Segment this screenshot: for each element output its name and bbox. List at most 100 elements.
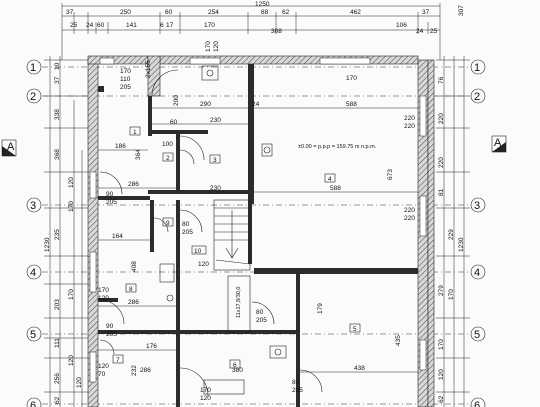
door-swings	[99, 69, 323, 397]
dim-286-a: 286	[128, 181, 139, 188]
dim-right-5: 229	[448, 229, 455, 240]
opening-annotations: 170 110 205 170 120 170 220 220 220 220 …	[98, 41, 415, 402]
opening-205-b: 205	[106, 199, 117, 206]
axis-label-left-5: 5	[30, 329, 36, 341]
level-note: ±0.00 = p.p.p = 159.75 m n.p.m.	[298, 144, 377, 150]
windows	[89, 57, 427, 383]
dim-left-inner-1: 170	[68, 289, 75, 300]
dim-673: 673	[387, 169, 394, 180]
dim-sub-3: 60	[97, 22, 105, 29]
dim-sub-10: 24	[416, 28, 424, 35]
dim-435: 435	[395, 335, 402, 346]
dim-left-11: 256	[54, 373, 61, 384]
room-number-9: 9	[166, 220, 170, 227]
opening-80-b: 80	[256, 309, 264, 316]
opening-80-c: 80	[292, 379, 300, 386]
inner-walls	[98, 64, 418, 407]
axis-label-left-2: 2	[30, 91, 36, 103]
dim-sub-1: 25	[70, 22, 78, 29]
room-number-6: 6	[233, 362, 237, 369]
dim-sub-7: 170	[204, 22, 215, 29]
chimney-fixture	[201, 65, 219, 81]
dim-232: 232	[131, 365, 138, 376]
section-label-right: A	[494, 137, 502, 149]
opening-170-b: 170	[205, 41, 212, 52]
axis-bubble-right-6	[470, 397, 486, 407]
dim-230-b: 230	[210, 185, 221, 192]
dim-left-7: 235	[54, 229, 61, 240]
dim-left-3: 338	[54, 109, 61, 120]
section-marks: A A	[1, 135, 507, 157]
axis-bubble-left-6	[26, 397, 42, 407]
axis-bubble-right-1	[470, 59, 486, 75]
dim-right-1: 76	[438, 76, 445, 84]
dim-164: 164	[112, 233, 123, 240]
opening-100: 100	[162, 141, 173, 148]
dim-sub-5: 6	[160, 22, 164, 29]
sink-fixture	[166, 294, 174, 302]
opening-205-c: 205	[106, 331, 117, 338]
room-number-7: 7	[116, 357, 120, 364]
overall-height-right: 1230	[458, 237, 465, 252]
right-dimension-chain: 307 1230 76 220 220 81 229 279 170 120 6…	[436, 5, 470, 407]
axis-bubble-left-1	[26, 59, 42, 75]
axis-label-right-1: 1	[474, 62, 480, 74]
overall-height-label: 1230	[44, 237, 51, 252]
dim-230: 230	[210, 117, 221, 124]
dim-2x155: 2x155	[145, 60, 152, 78]
axis-bubble-right-5	[470, 326, 486, 342]
dim-sub-6: 17	[166, 22, 174, 29]
room-number-1: 1	[133, 129, 137, 136]
opening-205-a: 205	[120, 84, 131, 91]
room-number-5: 5	[353, 326, 357, 333]
axis-bubble-right-3	[470, 197, 486, 213]
dim-179: 179	[317, 303, 324, 314]
axis-label-right-4: 4	[474, 267, 480, 279]
axis-markers-right: 1 2 3 4 5 6	[470, 59, 486, 407]
left-dimension-chain: 1230 10 37 338 368 120 170 235 203 111 1…	[44, 56, 96, 407]
dim-top-7: 462	[350, 9, 361, 16]
room-number-10: 10	[194, 248, 202, 255]
staircase	[213, 199, 251, 333]
overall-width-label: 1250	[255, 1, 270, 8]
axis-bubble-left-4	[26, 264, 42, 280]
dim-right-2: 220	[438, 113, 445, 124]
section-arrow-left	[2, 146, 16, 156]
dim-sub-2: 24	[86, 22, 94, 29]
dim-left-2: 37	[54, 76, 61, 84]
dim-sub-4: 141	[126, 22, 137, 29]
opening-120-e: 120	[98, 363, 109, 370]
dim-286-c: 286	[140, 367, 151, 374]
opening-170-c: 170	[346, 75, 357, 82]
dim-left-9: 111	[54, 338, 61, 348]
axis-label-left-6: 6	[30, 400, 36, 407]
dim-left-10: 120	[68, 355, 75, 366]
section-arrow-right	[492, 142, 506, 152]
opening-205-f: 205	[292, 387, 303, 394]
axis-label-right-3: 3	[474, 200, 480, 212]
dim-right-7: 170	[438, 339, 445, 350]
fixtures	[159, 65, 287, 395]
opening-205-d: 205	[182, 229, 193, 236]
dim-left-4: 368	[54, 149, 61, 160]
dim-380: 380	[232, 367, 243, 374]
bathtub-fixture	[203, 379, 245, 395]
opening-60: 60	[170, 119, 178, 126]
opening-220-b: 220	[404, 123, 415, 130]
opening-80-a: 80	[182, 221, 190, 228]
outer-walls	[87, 55, 435, 407]
axis-bubble-right-4	[470, 264, 486, 280]
dim-sub-11: 25	[430, 28, 438, 35]
axis-label-right-5: 5	[474, 329, 480, 341]
room-labels: 1 2 3 4 5 6 7 8 9 10	[112, 126, 361, 369]
opening-170-d: 170	[98, 287, 109, 294]
room-number-4: 4	[328, 176, 332, 183]
dim-438: 438	[354, 365, 365, 372]
dim-sub-8: 308	[271, 28, 282, 35]
dim-top-2: 250	[120, 9, 131, 16]
dim-408: 408	[131, 261, 138, 272]
dim-top-1: 37	[66, 9, 74, 16]
opening-205-e: 205	[256, 317, 267, 324]
